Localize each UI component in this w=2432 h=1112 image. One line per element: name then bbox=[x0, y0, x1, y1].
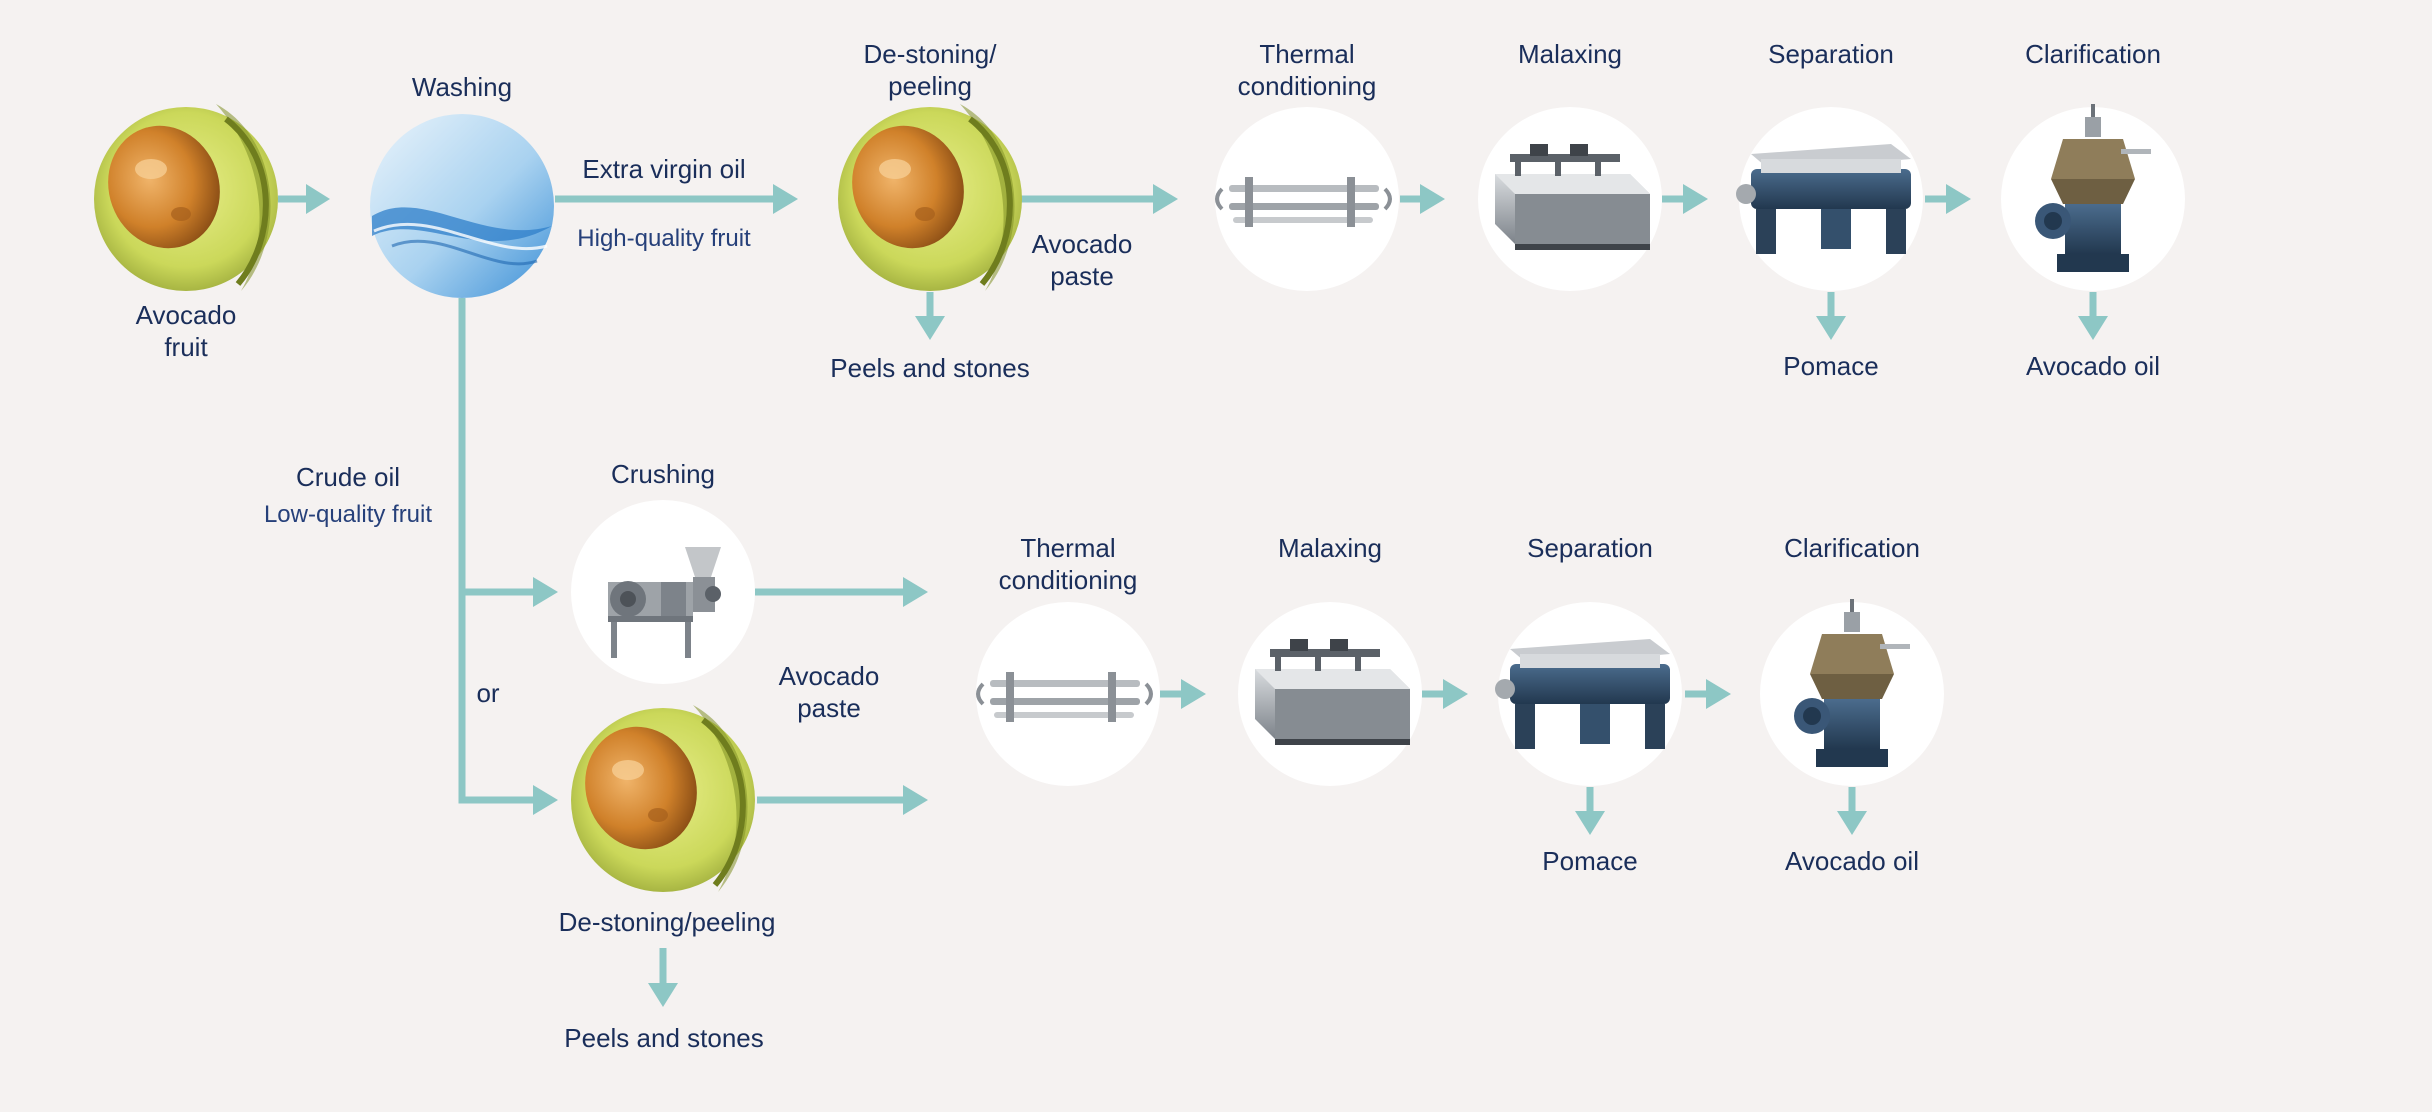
arrow-head bbox=[915, 316, 945, 340]
flow-arrows bbox=[278, 184, 2108, 1007]
arrow-head bbox=[1153, 184, 1178, 214]
label-avocado-oil-bottom: Avocado oil bbox=[1785, 846, 1919, 876]
arrow-head bbox=[1181, 679, 1206, 709]
arrow-head bbox=[1443, 679, 1468, 709]
arrow-head bbox=[533, 785, 558, 815]
node-thermal-top bbox=[1215, 107, 1399, 291]
label-crushing: Crushing bbox=[610, 459, 716, 489]
arrow-head bbox=[1683, 184, 1708, 214]
node-washing bbox=[370, 114, 554, 298]
label-thermal-bottom: Thermal conditioning bbox=[998, 533, 1138, 595]
avocado-icon bbox=[835, 104, 1022, 291]
label-crude-oil: Crude oil bbox=[295, 462, 401, 492]
label-pomace-bottom: Pomace bbox=[1542, 846, 1638, 876]
arrow-head bbox=[1706, 679, 1731, 709]
label-extra-virgin-oil: Extra virgin oil bbox=[582, 154, 746, 184]
avocado-icon bbox=[568, 705, 755, 892]
node-clarification-top bbox=[2001, 104, 2185, 291]
label-thermal-top: Thermal conditioning bbox=[1237, 39, 1377, 101]
label-clarification-bottom: Clarification bbox=[1784, 533, 1920, 563]
label-malaxing-top: Malaxing bbox=[1517, 39, 1623, 69]
label-peels-stones-bottom: Peels and stones bbox=[564, 1023, 764, 1053]
water-icon bbox=[370, 114, 554, 298]
arrow-head bbox=[1946, 184, 1971, 214]
label-pomace-top: Pomace bbox=[1783, 351, 1879, 381]
arrow-head bbox=[1816, 316, 1846, 340]
label-high-quality-fruit: High-quality fruit bbox=[577, 225, 751, 252]
label-malaxing-bottom: Malaxing bbox=[1277, 533, 1383, 563]
arrow-head bbox=[2078, 316, 2108, 340]
arrow-head bbox=[1575, 811, 1605, 835]
node-separation-bottom bbox=[1495, 602, 1682, 786]
label-or: or bbox=[476, 678, 500, 708]
arrow-head bbox=[1837, 811, 1867, 835]
label-clarification-top: Clarification bbox=[2025, 39, 2161, 69]
label-destoning-peeling-bottom: De-stoning/peeling bbox=[558, 907, 776, 937]
label-peels-stones-top: Peels and stones bbox=[830, 353, 1030, 383]
arrow-head bbox=[903, 577, 928, 607]
arrow-head bbox=[773, 184, 798, 214]
avocado-icon bbox=[91, 104, 278, 291]
arrow-head bbox=[306, 184, 330, 214]
label-separation-bottom: Separation bbox=[1527, 533, 1653, 563]
node-destoning-bottom bbox=[568, 705, 755, 892]
label-separation-top: Separation bbox=[1768, 39, 1894, 69]
arrow-head bbox=[533, 577, 558, 607]
node-malaxing-bottom bbox=[1238, 602, 1422, 786]
label-low-quality-fruit: Low-quality fruit bbox=[263, 501, 433, 528]
node-destoning-top bbox=[835, 104, 1022, 291]
label-destoning-peeling-top: De-stoning/ peeling bbox=[863, 39, 997, 101]
arrow-washing-branch bbox=[458, 298, 535, 804]
node-crushing bbox=[571, 500, 755, 684]
node-malaxing-top bbox=[1478, 107, 1662, 291]
node-clarification-bottom bbox=[1760, 599, 1944, 786]
node-separation-top bbox=[1736, 107, 1923, 291]
arrow-head bbox=[648, 983, 678, 1007]
node-avocado-fruit bbox=[91, 104, 278, 291]
label-avocado-fruit: Avocado fruit bbox=[135, 300, 237, 362]
label-avocado-paste-bottom: Avocado paste bbox=[778, 661, 880, 723]
label-avocado-oil-top: Avocado oil bbox=[2026, 351, 2160, 381]
label-avocado-paste-top: Avocado paste bbox=[1031, 229, 1133, 291]
node-thermal-bottom bbox=[976, 602, 1160, 786]
label-washing: Washing bbox=[411, 72, 513, 102]
arrow-head bbox=[1420, 184, 1445, 214]
arrow-head bbox=[903, 785, 928, 815]
